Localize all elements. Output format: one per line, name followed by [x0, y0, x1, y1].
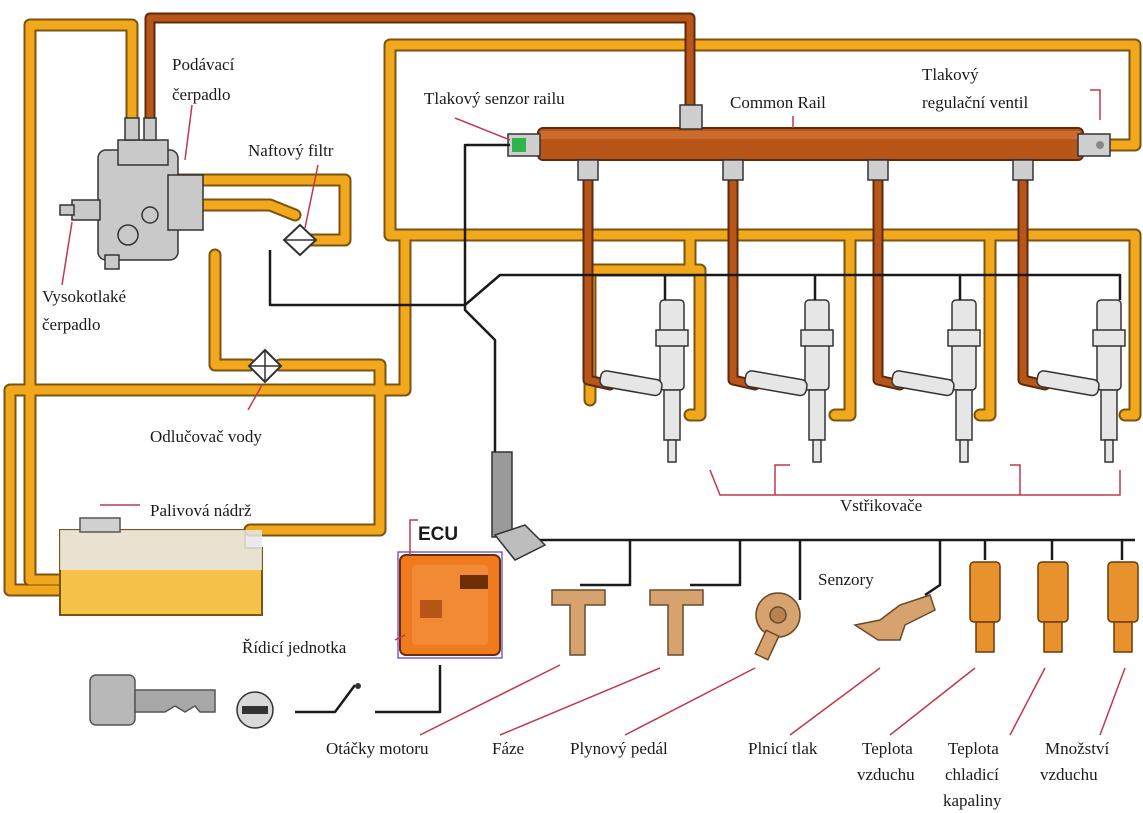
sensor-icon — [855, 595, 935, 640]
high-pressure-lines — [150, 18, 1045, 385]
sensor-icon — [1038, 562, 1068, 652]
label-pressure-valve-1: Tlakový — [922, 65, 979, 84]
label-throttle-pedal: Plynový pedál — [570, 739, 668, 758]
label-coolant-temp-2: chladicí — [945, 765, 999, 784]
ecu-cable — [492, 452, 545, 560]
label-pressure-valve-2: regulační ventil — [922, 93, 1028, 112]
label-hp-pump-2: čerpadlo — [42, 315, 101, 334]
label-control-unit: Řídicí jednotka — [242, 638, 347, 657]
label-water-separator: Odlučovač vody — [150, 427, 262, 446]
injector-icon — [891, 300, 980, 462]
injector-icon — [599, 300, 688, 462]
label-ecu: ECU — [418, 524, 458, 545]
sensor-icon — [650, 590, 703, 655]
label-air-temp-2: vzduchu — [857, 765, 915, 784]
label-fuel-filter: Naftový filtr — [248, 141, 334, 160]
sensor-icon — [970, 562, 1000, 652]
label-supply-pump-2: čerpadlo — [172, 85, 231, 104]
label-rail-pressure-sensor: Tlakový senzor railu — [424, 89, 565, 108]
pump-icon — [60, 118, 203, 269]
label-hp-pump-1: Vysokotlaké — [42, 287, 126, 306]
ecu-unit — [398, 552, 502, 658]
fuel-tank — [60, 518, 262, 615]
label-common-rail: Common Rail — [730, 93, 826, 112]
label-phase: Fáze — [492, 739, 524, 758]
label-coolant-temp-1: Teplota — [948, 739, 999, 758]
label-fuel-tank: Palivová nádrž — [150, 501, 252, 520]
label-injectors: Vstřikovače — [840, 496, 922, 515]
label-supply-pump-1: Podávací — [172, 55, 235, 74]
label-boost-pressure: Plnicí tlak — [748, 739, 818, 758]
label-sensors: Senzory — [818, 570, 874, 589]
label-engine-speed: Otáčky motoru — [326, 739, 429, 758]
label-air-mass-1: Množství — [1045, 739, 1110, 758]
label-air-mass-2: vzduchu — [1040, 765, 1098, 784]
sensor-icon — [1108, 562, 1138, 652]
injectors — [599, 300, 1125, 462]
water-separator-icon — [249, 350, 281, 382]
ignition-key-icon — [90, 675, 215, 725]
label-air-temp-1: Teplota — [862, 739, 913, 758]
injector-icon — [1036, 300, 1125, 462]
sensor-icon — [552, 590, 605, 655]
ignition-switch-icon — [237, 683, 361, 728]
common-rail — [508, 105, 1110, 180]
injector-icon — [744, 300, 833, 462]
filter-icon — [284, 225, 316, 255]
sensor-icon — [755, 593, 800, 660]
label-coolant-temp-3: kapaliny — [943, 791, 1002, 810]
